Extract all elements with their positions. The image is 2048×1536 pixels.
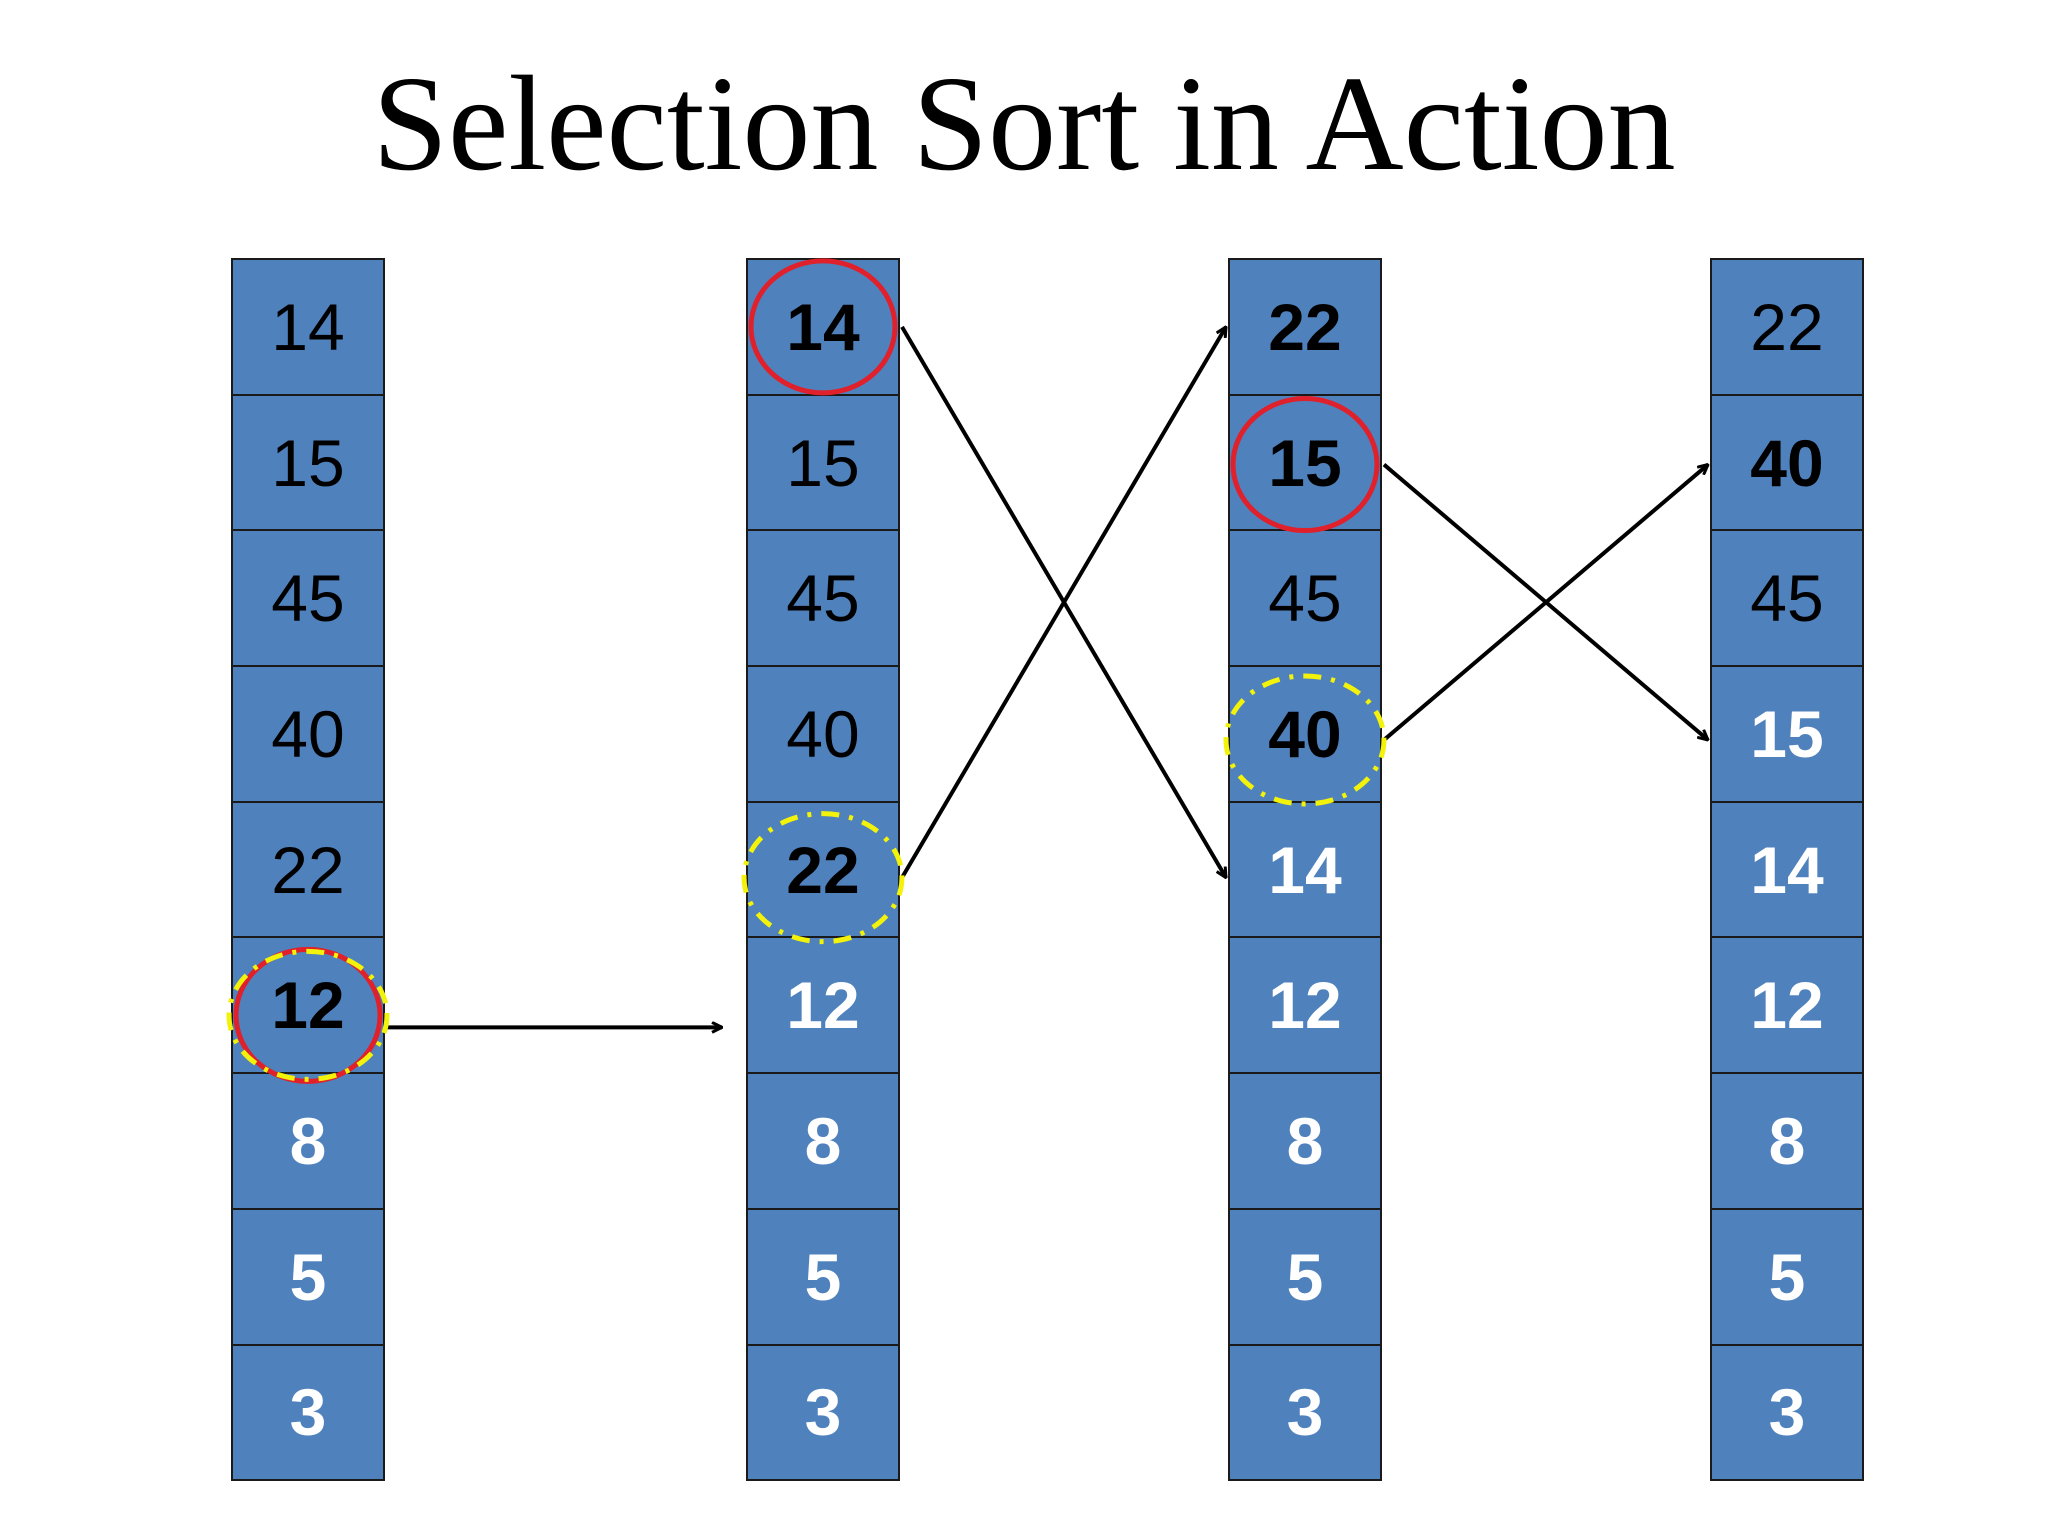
array-cell: 14: [231, 258, 385, 396]
array-cell: 12: [231, 936, 385, 1075]
array-cell: 5: [231, 1207, 385, 1346]
swap-arrow: [1382, 463, 1708, 740]
array-cell: 5: [1710, 1207, 1864, 1346]
array-cell: 22: [746, 800, 900, 939]
array-cell: 40: [1710, 393, 1864, 532]
array-cell: 8: [746, 1072, 900, 1210]
array-cell: 40: [1228, 665, 1382, 803]
array-cell: 3: [231, 1343, 385, 1482]
swap-arrow: [900, 327, 1228, 879]
array-cell: 5: [1228, 1207, 1382, 1346]
array-cell: 22: [1228, 258, 1382, 396]
array-cell: 8: [1710, 1072, 1864, 1210]
swap-arrow: [900, 325, 1228, 878]
array-cell: 40: [746, 665, 900, 803]
array-cell: 14: [1228, 800, 1382, 939]
array-cell: 12: [1710, 936, 1864, 1075]
array-cell: 22: [1710, 258, 1864, 396]
array-cell: 8: [1228, 1072, 1382, 1210]
array-cell: 14: [746, 258, 900, 396]
array-cell: 45: [1710, 529, 1864, 668]
array-cell: 3: [1228, 1343, 1382, 1482]
array-cell: 45: [1228, 529, 1382, 668]
array-cell: 15: [1710, 665, 1864, 803]
array-cell: 15: [231, 393, 385, 532]
array-cell: 40: [231, 665, 385, 803]
array-cell: 8: [231, 1072, 385, 1210]
array-cell: 45: [746, 529, 900, 668]
array-cell: 22: [231, 800, 385, 939]
array-cell: 3: [746, 1343, 900, 1482]
slide-title: Selection Sort in Action: [372, 49, 1676, 199]
swap-arrow: [1382, 465, 1708, 742]
array-cell: 45: [231, 529, 385, 668]
array-cell: 15: [1228, 393, 1382, 532]
array-cell: 12: [746, 936, 900, 1075]
array-cell: 3: [1710, 1343, 1864, 1482]
array-cell: 5: [746, 1207, 900, 1346]
array-cell: 12: [1228, 936, 1382, 1075]
array-cell: 14: [1710, 800, 1864, 939]
array-cell: 15: [746, 393, 900, 532]
